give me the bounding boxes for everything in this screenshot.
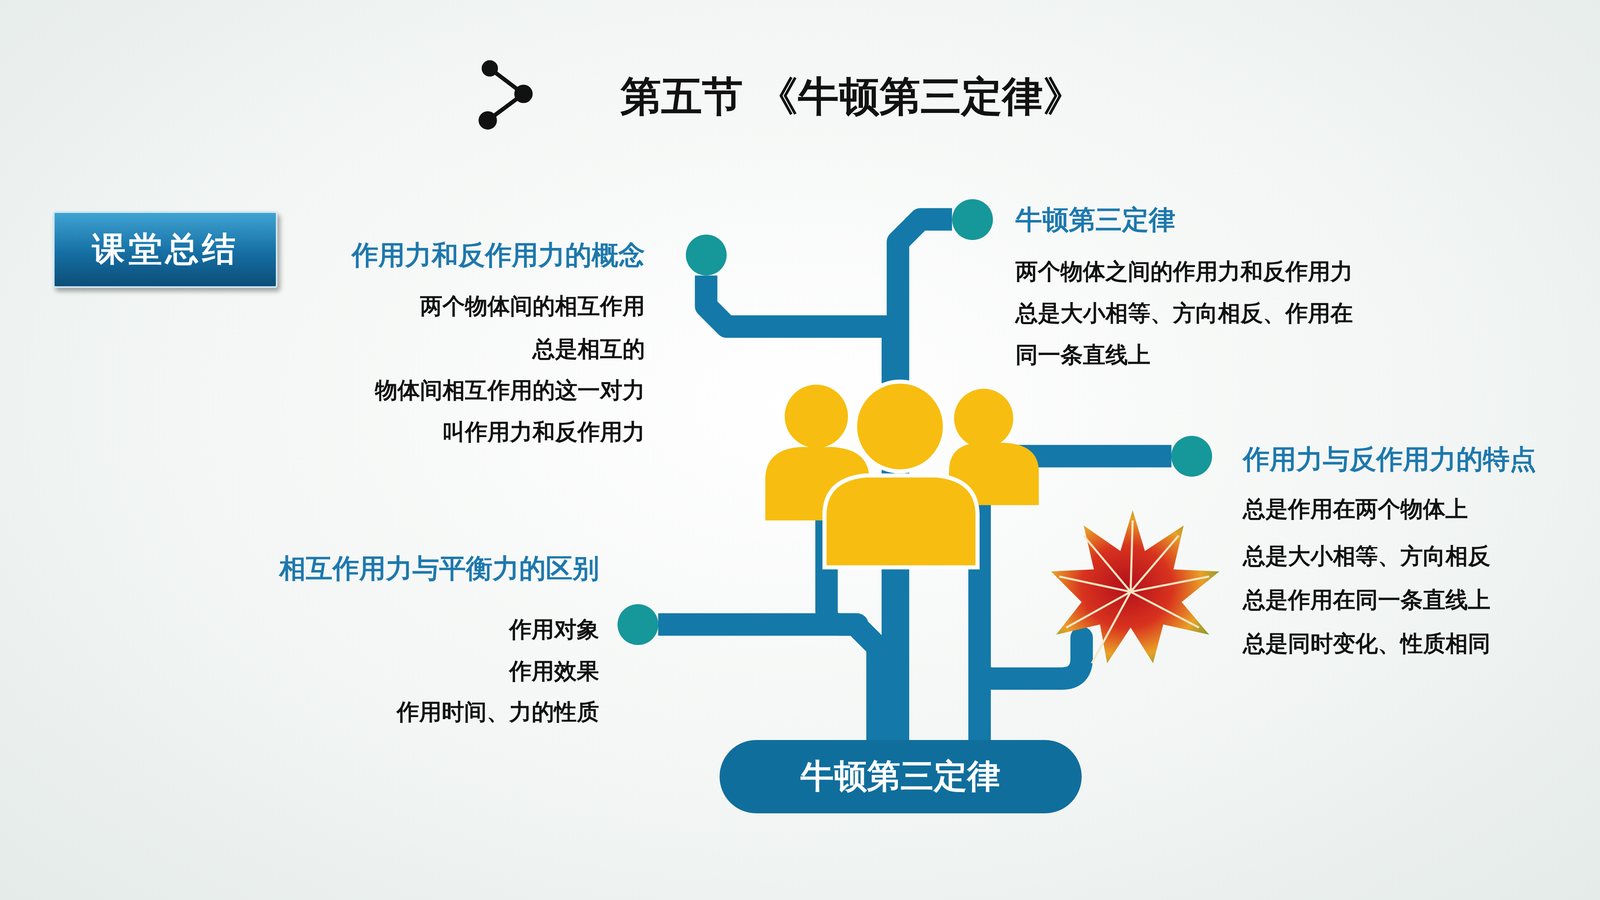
- title: 第五节 《牛顿第三定律》: [620, 69, 1084, 125]
- topic-heading: 作用力和反作用力的概念: [351, 238, 645, 272]
- people-icon: [765, 381, 1039, 568]
- topic-point: 总是作用在两个物体上: [1242, 488, 1468, 530]
- title-icon: [480, 62, 531, 128]
- topic-dot: 作用力与反作用力的特点总是作用在两个物体上总是大小相等、方向相反总是作用在同一条…: [1171, 435, 1213, 477]
- maple-leaf: [1050, 510, 1220, 663]
- topic-point: 总是作用在同一条直线上: [1242, 579, 1491, 621]
- pipe-connector: [658, 624, 878, 741]
- topic-dot: 相互作用力与平衡力的区别作用对象作用效果作用时间、力的性质: [617, 604, 659, 645]
- topic-heading: 牛顿第三定律: [1015, 202, 1176, 237]
- topic-point: 作用时间、力的性质: [396, 691, 600, 733]
- topic-heading: 作用力与反作用力的特点: [1242, 442, 1537, 476]
- button-label: 课堂总结: [92, 227, 239, 273]
- summary-button: 课堂总结: [52, 211, 278, 288]
- topic-dot: 作用力和反作用力的概念两个物体间的相互作用总是相互的物体间相互作用的这一对力 叫…: [685, 234, 727, 276]
- topic-point: 作用对象: [509, 608, 600, 651]
- topic-point: 两个物体之间的作用力和反作用力 总是大小相等、方向相反、作用在 同一条直线上: [1015, 250, 1366, 376]
- root-label: 牛顿第三定律: [800, 754, 1001, 800]
- topic-point: 物体间相互作用的这一对力 叫作用力和反作用力: [361, 369, 645, 453]
- topic-point: 总是相互的: [532, 328, 645, 370]
- topic-dot: 牛顿第三定律两个物体之间的作用力和反作用力 总是大小相等、方向相反、作用在 同一…: [952, 199, 993, 240]
- topic-point: 作用效果: [509, 650, 600, 693]
- topic-point: 两个物体间的相互作用: [420, 285, 645, 328]
- topic-point: 总是大小相等、方向相反: [1242, 535, 1491, 578]
- topic-point: 总是同时变化、性质相同: [1242, 622, 1491, 665]
- topic-heading: 相互作用力与平衡力的区别: [279, 551, 600, 585]
- root-band: 牛顿第三定律: [719, 740, 1082, 814]
